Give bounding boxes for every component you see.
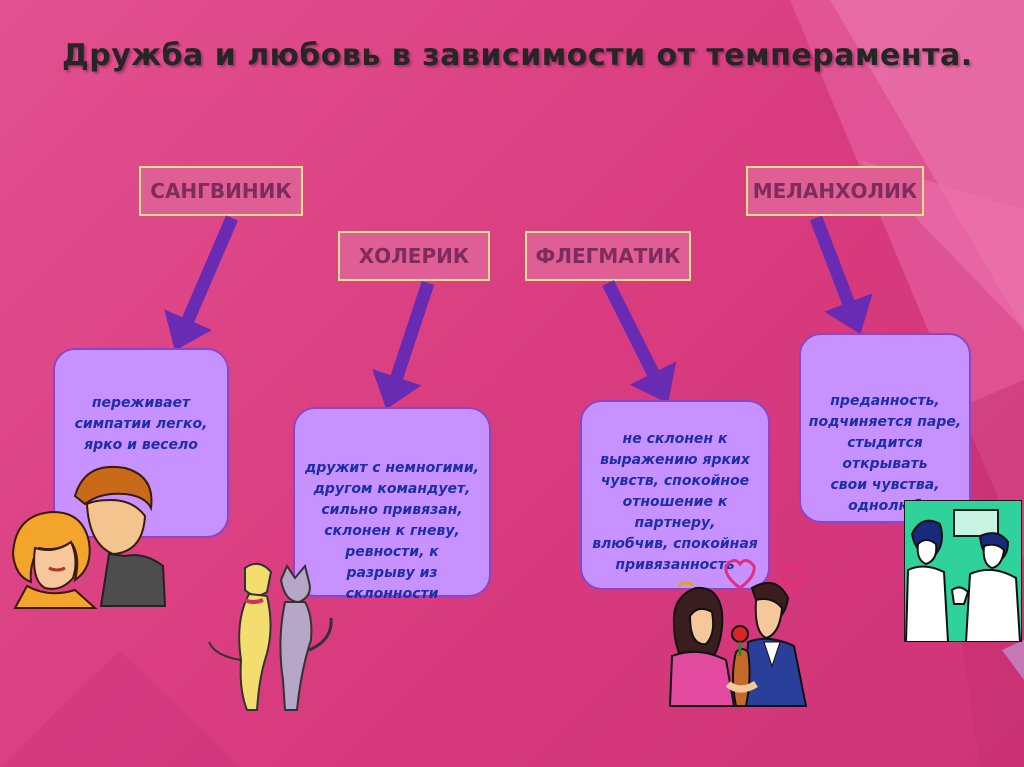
- label-sanguine: САНГВИНИК: [139, 166, 303, 216]
- description-sanguine: переживает симпатии легко, ярко и весело: [53, 348, 229, 538]
- description-sanguine-text: переживает симпатии легко, ярко и весело: [74, 395, 208, 453]
- couple-argument-clipart: [904, 500, 1022, 642]
- couple-with-flower-clipart: [668, 559, 808, 707]
- description-choleric: дружит с немногими, другом командует, си…: [293, 407, 491, 602]
- description-phlegmatic-text: не склонен к выражению ярких чувств, спо…: [592, 431, 758, 573]
- label-melancholic: МЕЛАНХОЛИК: [746, 166, 924, 216]
- description-phlegmatic: не склонен к выражению ярких чувств, спо…: [580, 400, 770, 590]
- description-melancholic-text: преданность, подчиняется паре, стыдится …: [808, 393, 962, 514]
- label-phlegmatic: ФЛЕГМАТИК: [525, 231, 691, 281]
- description-choleric-text: дружит с немногими, другом командует, си…: [305, 460, 479, 602]
- dog-and-cat-clipart: [208, 562, 333, 711]
- label-choleric: ХОЛЕРИК: [338, 231, 490, 281]
- description-melancholic: преданность, подчиняется паре, стыдится …: [799, 333, 971, 523]
- couple-clipart: [11, 465, 167, 609]
- slide-title: Дружба и любовь в зависимости от темпера…: [62, 38, 973, 73]
